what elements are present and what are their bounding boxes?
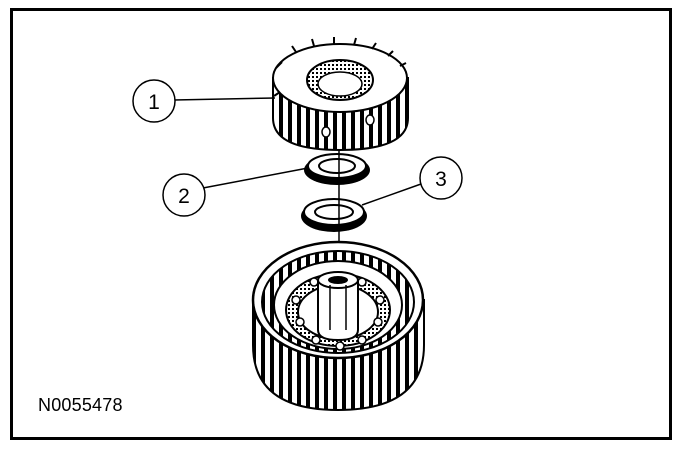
callout-1-circle <box>132 79 176 123</box>
thrust-bearing <box>304 153 370 185</box>
callout-3-circle <box>419 156 463 200</box>
callout-2: 2 <box>162 167 309 217</box>
callout-2-leader <box>202 167 309 189</box>
callout-1: 1 <box>132 79 276 123</box>
callout-3-number: 3 <box>435 168 447 191</box>
flat-washer <box>301 198 367 232</box>
figure-id-label: N0055478 <box>38 395 123 415</box>
callout-2-circle <box>162 173 206 217</box>
lower-drum-assembly <box>251 240 425 412</box>
callout-1-number: 1 <box>148 91 160 114</box>
callout-3-leader <box>361 183 422 206</box>
callout-3: 3 <box>361 156 463 206</box>
callout-2-number: 2 <box>178 185 190 208</box>
callout-1-leader <box>173 97 276 101</box>
upper-gear <box>272 37 409 152</box>
